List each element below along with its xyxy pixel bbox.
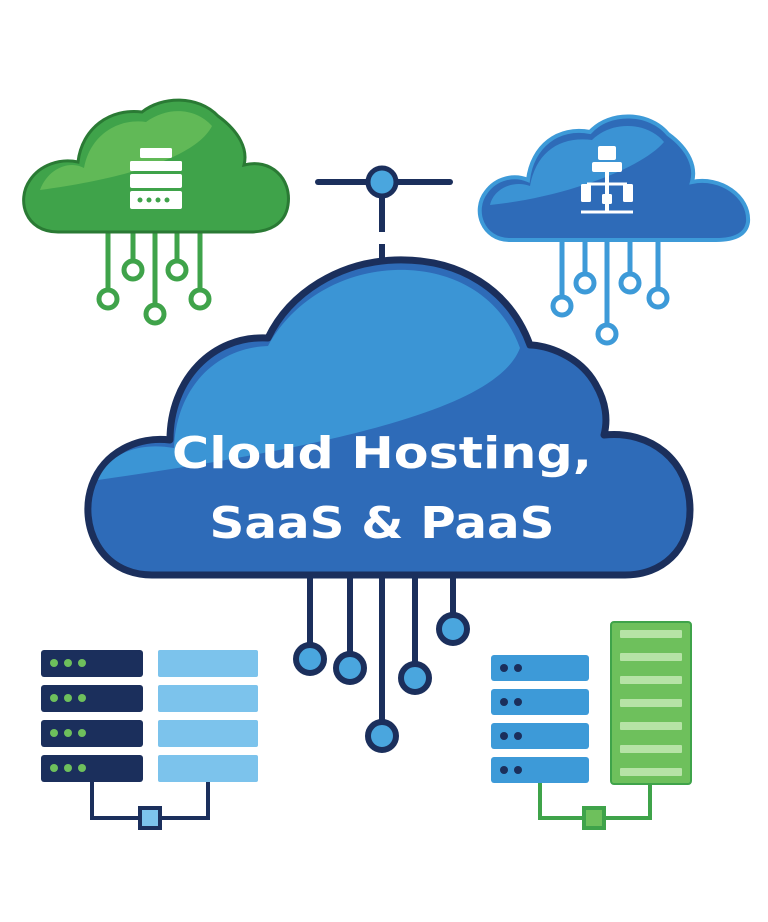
link-connector: [90, 782, 210, 830]
bottom-right-servers: [491, 621, 692, 830]
green-cloud: [22, 98, 290, 326]
main-cloud-wires: [293, 570, 470, 753]
server-rack-icon: [491, 655, 589, 783]
network-hub-icon: [581, 146, 633, 214]
blue-cloud-wires: [550, 240, 670, 346]
green-cloud-wires: [96, 225, 212, 326]
bottom-left-servers: [41, 650, 258, 830]
database-stack-icon: [158, 650, 258, 782]
top-network-connector: [315, 165, 453, 258]
server-icon: [130, 148, 182, 209]
link-connector: [538, 783, 652, 830]
blue-cloud: [477, 114, 751, 346]
server-rack-icon: [41, 650, 143, 782]
blue-cloud-shape: [477, 114, 751, 242]
main-cloud: Cloud Hosting, SaaS & PaaS: [84, 256, 694, 579]
title-line-1: Cloud Hosting,: [172, 428, 592, 479]
title-line-2: SaaS & PaaS: [210, 498, 555, 549]
database-stack-icon: [610, 621, 692, 785]
